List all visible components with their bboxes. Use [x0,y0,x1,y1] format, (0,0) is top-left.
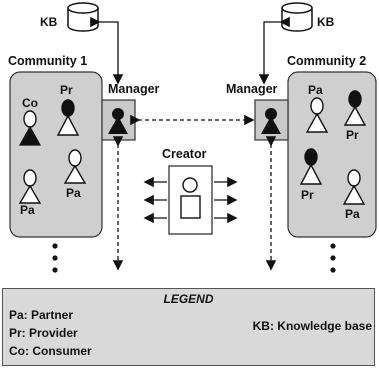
manager-right-agent [254,99,289,141]
community1-co-label: Co [22,96,38,110]
legend-title: LEGEND [163,292,214,306]
consumer-agent [18,110,42,146]
community1-pa-label-1: Pa [20,203,35,217]
legend-knowledge-base: KB: Knowledge base [252,319,372,333]
creator-label: Creator [162,147,207,161]
manager-left-label: Manager [108,82,160,96]
community2-pa-label-1: Pa [308,83,323,97]
community2-pa-label-2: Pa [345,207,360,221]
creator-arrows [143,176,238,224]
legend-provider: Pr: Provider [9,326,78,340]
kb-right-database-icon [281,2,313,32]
community2-pr-label-1: Pr [346,128,359,142]
provider-agent [56,99,80,136]
provider-agent [343,90,367,126]
kb-left-label: KB [40,15,58,29]
community1-label: Community 1 [8,54,87,68]
community2-label: Community 2 [287,54,366,68]
legend-partner: Pa: Partner [9,308,74,322]
community1-more-dots [52,243,58,273]
community1-pa-label-2: Pa [66,186,81,200]
kb-left-to-manager-arrow [90,16,124,85]
kb-right-to-manager-arrow [258,16,290,85]
partner-agent [342,169,366,205]
legend: LEGEND Pa: Partner Pr: Provider Co: Cons… [2,288,375,366]
legend-consumer: Co: Consumer [9,344,92,358]
partner-agent [63,149,87,184]
manager-left-agent [101,99,136,141]
kb-left-database-icon [67,2,99,32]
provider-agent [299,148,323,185]
creator-agent [168,165,213,235]
manager-right-label: Manager [226,82,278,96]
partner-agent [18,169,42,204]
community1-pr-label: Pr [60,83,73,97]
kb-right-label: KB [317,15,335,29]
community2-pr-label-2: Pr [301,188,314,202]
community2-more-dots [330,243,336,273]
partner-agent [305,97,329,133]
community2-box [287,71,377,238]
